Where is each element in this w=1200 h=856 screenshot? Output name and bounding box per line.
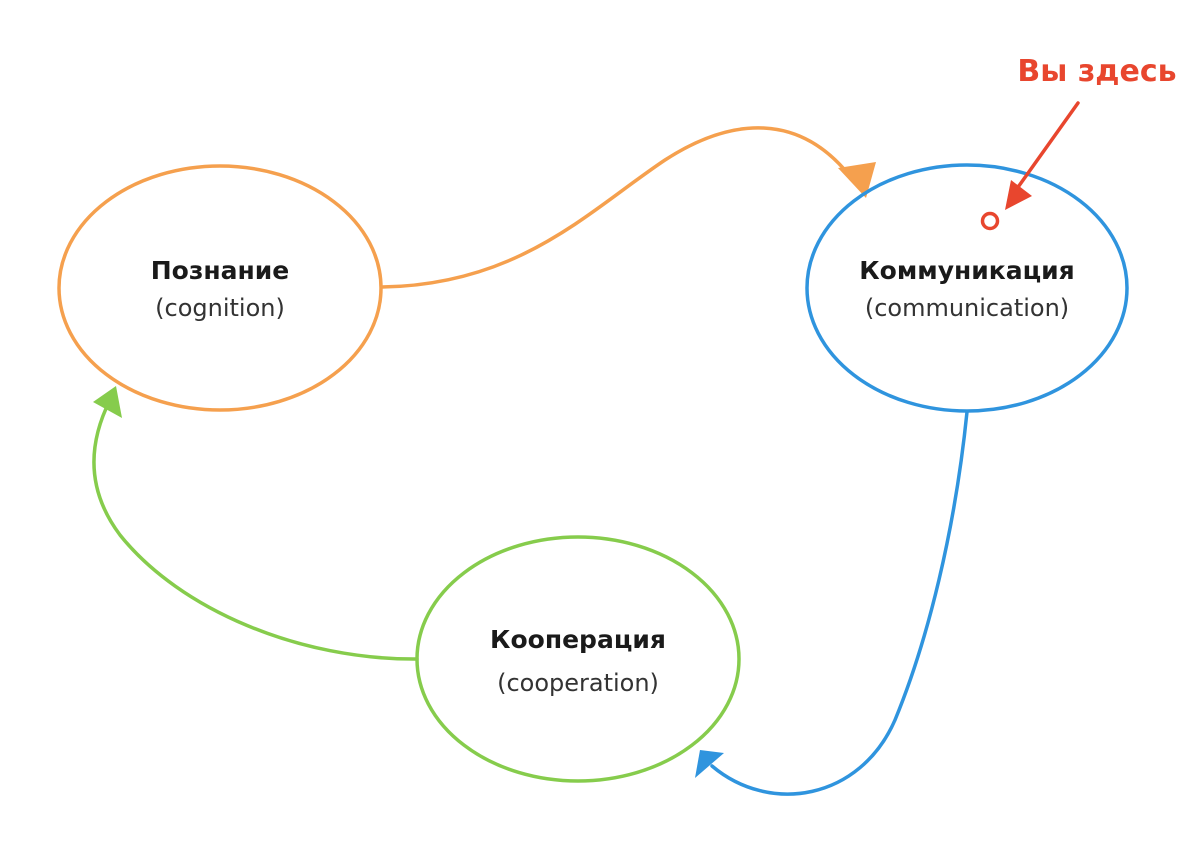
node-cognition: Познание (cognition) xyxy=(57,164,383,412)
you-are-here-label: Вы здесь xyxy=(1017,54,1176,89)
node-cooperation-title: Кооперация xyxy=(490,625,666,654)
edge-communication-to-cooperation xyxy=(695,410,969,796)
node-cooperation: Кооперация (cooperation) xyxy=(415,535,741,783)
you-are-here-marker: Вы здесь xyxy=(980,54,1177,231)
arrowhead-blue-icon xyxy=(695,750,724,778)
node-communication-title: Коммуникация xyxy=(859,256,1075,285)
edge-cognition-to-communication xyxy=(380,126,876,289)
node-communication-subtitle: (communication) xyxy=(865,294,1069,322)
arrowhead-orange-icon xyxy=(838,162,876,198)
location-dot-icon xyxy=(980,211,1000,231)
node-cooperation-subtitle: (cooperation) xyxy=(497,669,659,697)
node-communication: Коммуникация (communication) xyxy=(805,163,1129,413)
arrowhead-green-icon xyxy=(93,386,122,418)
node-cognition-title: Познание xyxy=(151,256,290,285)
node-cognition-subtitle: (cognition) xyxy=(155,294,285,322)
marker-arrowhead-icon xyxy=(1005,180,1032,210)
edge-cooperation-to-cognition xyxy=(92,386,419,661)
